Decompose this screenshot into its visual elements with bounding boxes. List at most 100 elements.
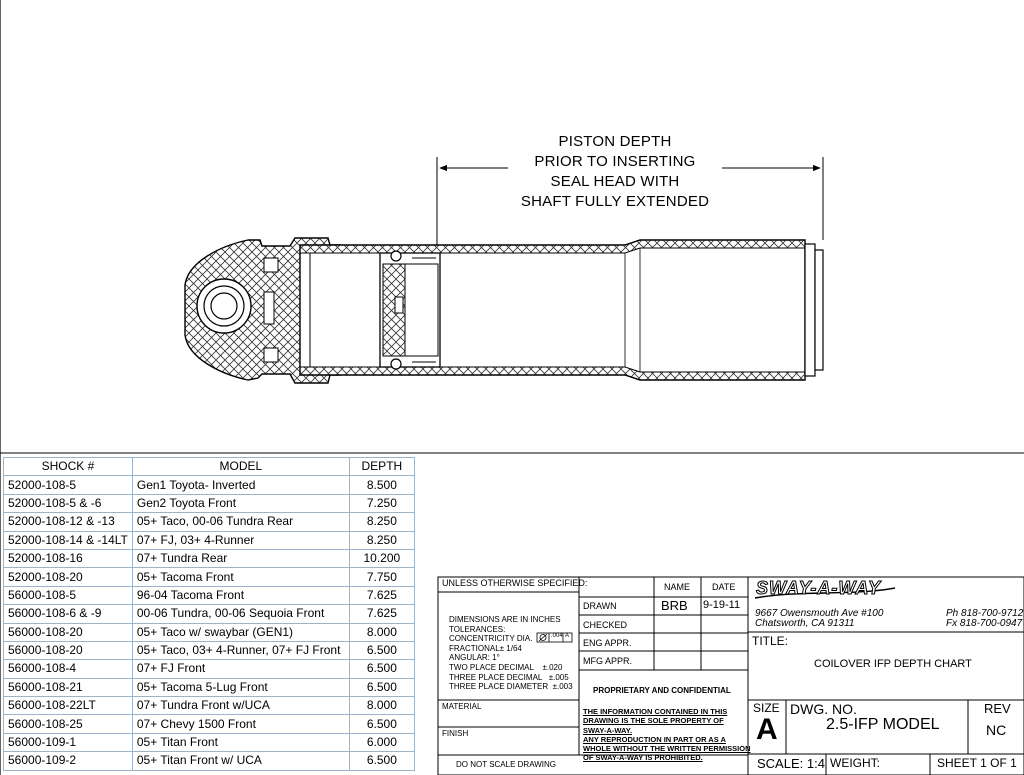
address-line-1: 9667 Owensmouth Ave #100 [755,608,884,619]
model-cell: 07+ FJ, 03+ 4-Runner [131,530,350,550]
depth-cell: 6.500 [348,751,415,771]
rev-value: NC [986,722,1007,738]
proprietary-line: THE INFORMATION CONTAINED IN THIS [583,707,728,716]
concentricity-datum: A [565,633,570,639]
note-line: PISTON DEPTH [558,133,672,150]
tolerance-line: TOLERANCES: [449,624,506,634]
unless-specified: UNLESS OTHERWISE SPECIFIED: [442,578,588,588]
shock-number-cell: 56000-108-20 [3,640,133,661]
sheet-label: SHEET 1 OF 1 [937,756,1017,770]
tolerance-line: DIMENSIONS ARE IN INCHES [449,615,561,624]
scale-label: SCALE: 1:4 [757,756,825,771]
model-cell: Gen2 Toyota Front [131,493,350,514]
name-header: NAME [664,582,691,592]
size-label: SIZE [753,701,780,715]
shock-number-cell: 56000-108-22LT [3,696,133,716]
depth-cell: 6.500 [348,640,415,661]
address-line-2: Chatsworth, CA 91311 [755,618,855,629]
shock-number-cell: 52000-108-14 & -14LT [3,530,133,550]
note-line: PRIOR TO INSERTING [534,153,696,170]
depth-cell: 8.250 [348,512,415,532]
rev-label: REV [984,701,1011,716]
model-cell: 07+ FJ Front [131,659,350,679]
depth-cell: 6.500 [348,677,415,698]
proprietary-line: DRAWING IS THE SOLE PROPERTY OF [583,716,724,726]
eng-appr-label: ENG APPR. [583,638,632,648]
depth-cell: 8.500 [348,475,415,495]
model-cell: 00-06 Tundra, 00-06 Sequoia Front [131,604,350,624]
piston-depth-dimension [436,157,824,250]
header-shock: SHOCK # [3,456,133,477]
depth-cell: 7.625 [348,585,415,606]
model-cell: 07+ Chevy 1500 Front [131,714,350,734]
model-cell: 05+ Tacoma 5-Lug Front [131,677,350,698]
piston-depth-note: PISTON DEPTH PRIOR TO INSERTING SEAL HEA… [510,132,720,212]
note-line: SHAFT FULLY EXTENDED [520,193,710,210]
model-cell: 07+ Tundra Front w/UCA [131,696,350,716]
depth-cell: 8.000 [348,622,415,642]
model-cell: 07+ Tundra Rear [131,548,350,569]
tolerance-line: ANGULAR: 1° [449,653,500,663]
model-cell: 05+ Taco, 00-06 Tundra Rear [131,512,350,532]
size-value: A [756,713,778,746]
proprietary-line: ANY REPRODUCTION IN PART OR AS A [583,734,726,744]
drawn-name: BRB [661,598,688,613]
proprietary-title: PROPRIETARY AND CONFIDENTIAL [593,686,731,695]
shock-number-cell: 56000-108-25 [3,714,133,734]
title-block-frame [437,576,1024,775]
model-cell: 96-04 Tacoma Front [131,585,350,606]
tolerance-line: THREE PLACE DIAMETER ±.003 [449,682,573,692]
proprietary-line: SWAY-A-WAY. [583,725,633,735]
header-model: MODEL [131,456,350,477]
drawn-date: 9-19-11 [703,599,741,611]
tolerance-line: CONCENTRICITY DIA. [449,634,533,644]
checked-label: CHECKED [583,620,628,630]
title-label: TITLE: [752,634,789,648]
depth-cell: 6.000 [348,732,415,753]
depth-cell: 7.625 [348,604,415,624]
drawing-title: COILOVER IFP DEPTH CHART [814,658,972,670]
shock-number-cell: 52000-108-20 [3,567,133,587]
depth-cell: 7.750 [348,567,415,587]
depth-cell: 6.500 [348,714,415,734]
shock-number-cell: 52000-108-5 [3,475,133,495]
table-header-row: SHOCK # MODEL DEPTH [3,456,415,477]
date-header: DATE [712,582,736,592]
dwg-no-label: DWG. NO. [790,701,857,717]
depth-cell: 6.500 [348,659,415,679]
tolerance-line: FRACTIONAL± 1/64 [449,643,522,653]
ifp-piston [379,250,441,370]
shock-number-cell: 52000-108-16 [3,548,133,569]
mfg-appr-label: MFG APPR. [583,656,633,666]
model-cell: 05+ Titan Front [131,732,350,753]
proprietary-line: WHOLE WITHOUT THE WRITTEN PERMISSION [583,744,751,754]
fax-number: Fx 818-700-0947 [946,618,1023,629]
model-cell: 05+ Titan Front w/ UCA [131,751,350,771]
company-logo: SWAY-A-WAY [756,578,881,599]
drawn-label: DRAWN [583,601,617,611]
proprietary-line: OF SWAY-A-WAY IS PROHIBITED. [583,753,703,763]
material-label: MATERIAL [442,702,482,711]
header-depth: DEPTH [348,456,415,477]
model-cell: Gen1 Toyota- Inverted [131,475,350,495]
depth-cell: 8.000 [348,696,415,716]
